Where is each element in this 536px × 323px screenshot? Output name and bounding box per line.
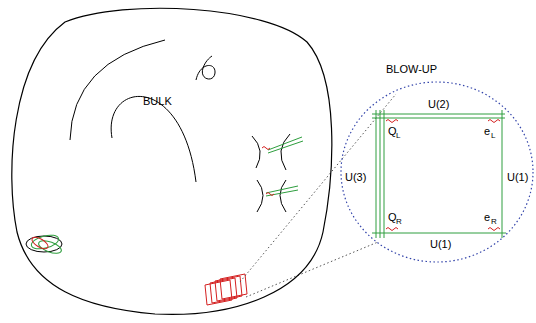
string <box>262 147 270 150</box>
brane-curve <box>111 96 196 182</box>
bulk-region: BULK <box>5 2 335 318</box>
u1-brane <box>502 110 503 238</box>
particle-subscript: L <box>491 132 495 140</box>
particle-subscript: R <box>491 218 497 226</box>
particle-label: e <box>484 126 490 137</box>
region-title: BLOW-UP <box>386 64 437 75</box>
brane-curve <box>281 134 290 170</box>
bulk-region-outline <box>5 2 335 318</box>
u1-brane <box>372 233 506 234</box>
green-brane <box>37 238 63 256</box>
blow-up-outline <box>341 82 533 262</box>
green-brane <box>30 233 60 252</box>
brane-loop <box>196 56 215 80</box>
string <box>488 228 500 231</box>
zoom-line <box>240 94 396 282</box>
green-brane <box>268 141 303 153</box>
brane-curve <box>252 136 260 168</box>
green-brane <box>266 186 298 193</box>
green-branes <box>30 137 303 256</box>
red-brane <box>30 235 50 251</box>
zoom-line <box>246 242 378 297</box>
particle-label: e <box>484 212 490 223</box>
bulk-outline <box>12 8 332 314</box>
gauge-group: U(2) <box>428 99 449 110</box>
corner-strings <box>386 120 500 231</box>
brane-curve <box>280 180 286 212</box>
particle-subscript: L <box>396 132 400 140</box>
green-brane <box>266 190 298 196</box>
gauge-group: U(3) <box>345 172 366 183</box>
particle-label: Q <box>388 126 397 137</box>
u3-stack <box>376 110 384 238</box>
red-strings <box>30 147 274 306</box>
blow-up-region: BLOW-UP <box>338 62 536 267</box>
particle-subscript: R <box>396 218 402 226</box>
brane-curve <box>257 180 263 212</box>
gauge-group: U(1) <box>507 172 528 183</box>
brane-curve <box>70 40 165 140</box>
u2-stack <box>372 114 505 118</box>
blow-up-region-outline <box>338 62 536 267</box>
gauge-group: U(1) <box>430 239 451 250</box>
string <box>488 120 500 123</box>
region-title: BULK <box>143 96 172 107</box>
zoom-lines <box>240 94 396 297</box>
string <box>386 120 398 123</box>
brane-box <box>372 110 506 238</box>
brane-curves <box>26 40 290 252</box>
particle-label: Q <box>388 212 397 223</box>
string <box>386 228 398 231</box>
string <box>266 193 274 196</box>
